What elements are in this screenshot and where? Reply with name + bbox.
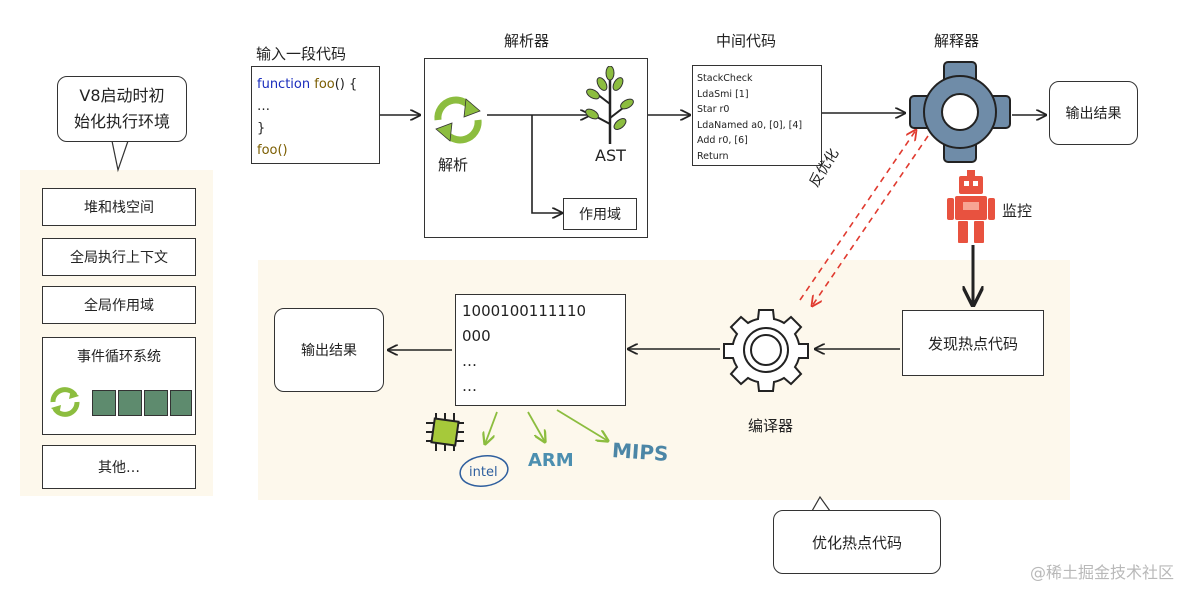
code-line-2: … <box>257 99 270 114</box>
parser-box <box>424 58 648 238</box>
scope-box: 作用域 <box>563 198 637 230</box>
mips-label: MIPS <box>611 438 670 466</box>
machine-code-line: … <box>462 377 477 395</box>
queue-slot <box>118 390 142 416</box>
arrow-to-intel <box>485 411 498 444</box>
bytecode-line: Star r0 <box>697 104 730 115</box>
code-paren: () { <box>334 77 358 92</box>
event-loop-label: 事件循环系统 <box>77 349 161 365</box>
parser-title: 解析器 <box>504 32 550 50</box>
bytecode-line: StackCheck <box>697 73 753 84</box>
intel-logo-text: intel <box>469 465 498 480</box>
arrow-to-mips <box>556 409 608 441</box>
bubble-line-1: V8启动时初 <box>79 86 165 105</box>
code-function-name: foo <box>314 77 335 92</box>
intel-logo: intel <box>459 455 509 487</box>
optimize-hot-code-bubble: 优化热点代码 <box>773 510 941 574</box>
interpreter-gear-icon <box>909 61 1011 163</box>
deopt-arrow-down <box>812 135 929 306</box>
optimize-bubble-tail <box>811 495 831 512</box>
bubble-tail <box>111 140 129 173</box>
ast-label: AST <box>595 146 626 165</box>
arrow-to-scope <box>531 115 562 213</box>
global-context-item: 全局执行上下文 <box>42 238 196 276</box>
event-loop-item: 事件循环系统 <box>42 337 196 435</box>
monitor-label: 监控 <box>1002 202 1033 220</box>
robot-monitor-icon <box>947 170 995 243</box>
bytecode-line: LdaSmi [1] <box>697 88 749 100</box>
bubble-line-2: 始化执行环境 <box>73 112 170 131</box>
code-line-1: function foo() { <box>257 74 379 96</box>
watermark: @稀土掘金技术社区 <box>1029 563 1174 582</box>
parse-label: 解析 <box>438 156 469 174</box>
code-line-4: foo() <box>257 143 288 158</box>
input-code-box: function foo() { … } foo() <box>251 66 380 164</box>
machine-code-box: 1000100111110 000 … … <box>455 294 626 406</box>
global-scope-item: 全局作用域 <box>42 286 196 324</box>
bytecode-title: 中间代码 <box>716 32 777 50</box>
bytecode-line: Return <box>697 150 729 162</box>
compiler-label: 编译器 <box>748 417 794 435</box>
input-code-title: 输入一段代码 <box>256 45 347 63</box>
deopt-arrow-up <box>799 130 916 301</box>
machine-code-line: … <box>462 352 477 370</box>
parse-cycle-icon <box>434 96 482 144</box>
queue-slot <box>144 390 168 416</box>
hot-code-box: 发现热点代码 <box>902 310 1044 376</box>
bytecode-line: Add r0, [6] <box>697 135 748 146</box>
compiler-panel <box>258 260 1070 500</box>
machine-code-line: 1000100111110 <box>462 302 587 320</box>
ast-tree-icon <box>585 66 634 144</box>
queue-slot <box>170 390 192 416</box>
arrow-to-arm <box>527 411 545 442</box>
code-keyword: function <box>257 77 311 92</box>
cpu-chip-icon <box>426 413 464 451</box>
heap-stack-item: 堆和栈空间 <box>42 188 196 226</box>
refresh-cycle-icon <box>50 387 80 417</box>
queue-slot <box>92 390 116 416</box>
v8-init-bubble: V8启动时初 始化执行环境 <box>57 76 187 142</box>
code-line-3: } <box>257 121 266 136</box>
others-item: 其他… <box>42 445 196 489</box>
bytecode-line: LdaNamed a0, [0], [4] <box>697 119 803 131</box>
interpreter-title: 解释器 <box>934 32 980 50</box>
machine-code-line: 000 <box>462 327 491 345</box>
interpreter-output-box: 输出结果 <box>1049 81 1138 145</box>
bytecode-box: StackCheck LdaSmi [1] Star r0 LdaNamed a… <box>692 65 822 166</box>
compiler-gear-icon <box>723 309 809 392</box>
arm-label: ARM <box>528 450 574 471</box>
compiler-output-box: 输出结果 <box>274 308 384 392</box>
